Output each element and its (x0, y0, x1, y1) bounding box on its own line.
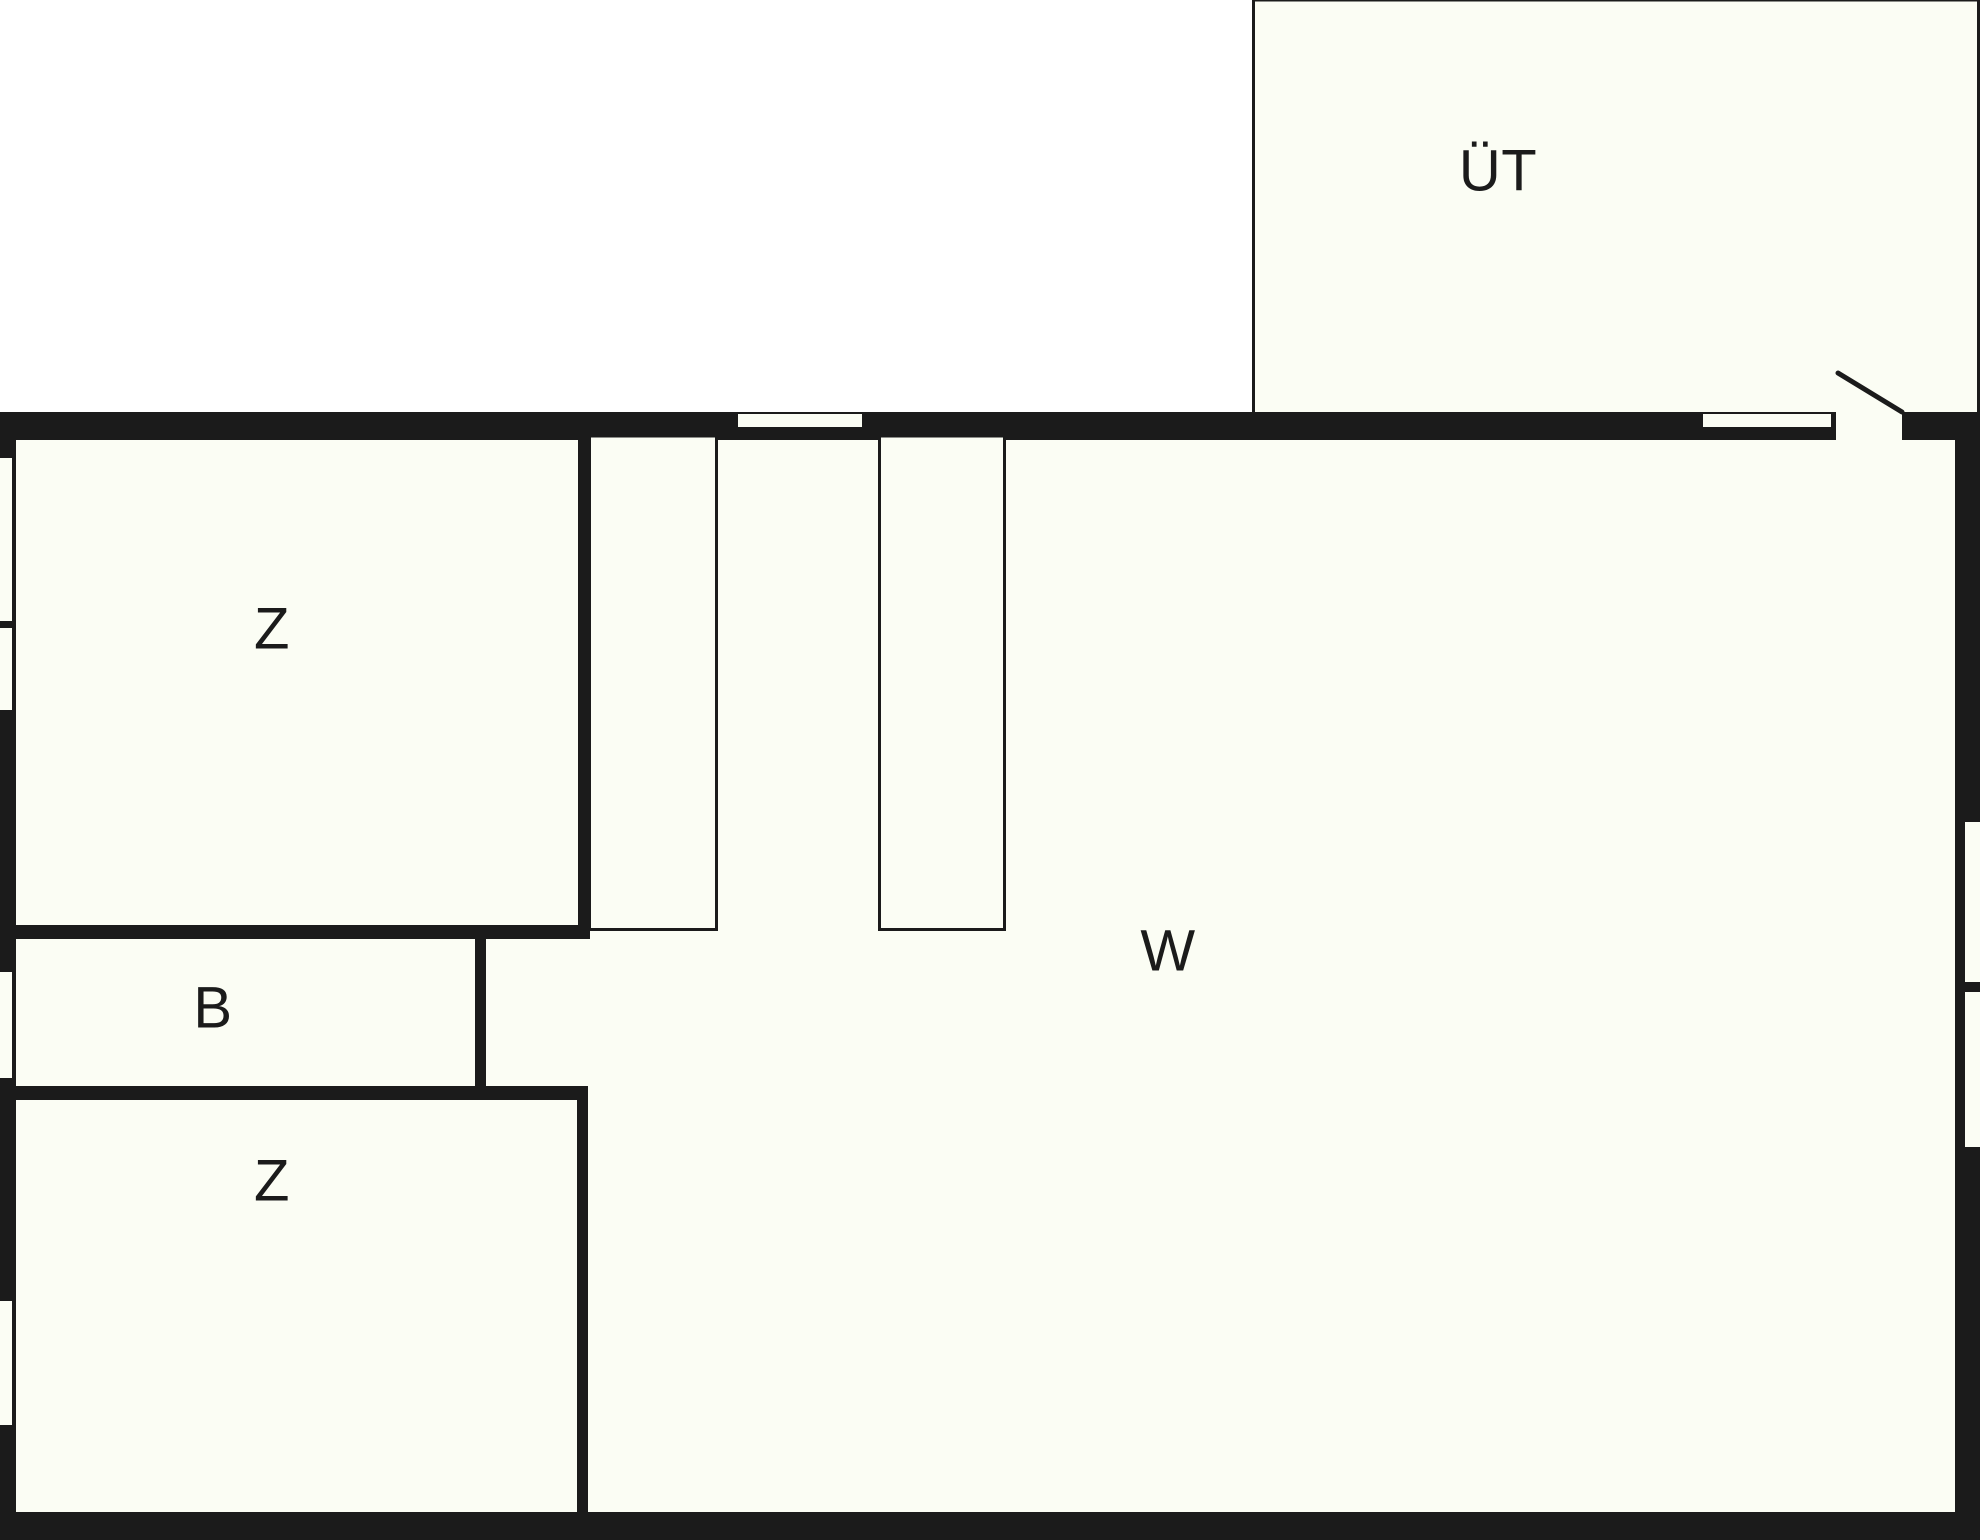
ut-room-thin-outline (1252, 0, 1980, 412)
window-left-bathroom (0, 972, 12, 1078)
wall-between-b-and-z (0, 1086, 587, 1100)
room-labels-group: ÜT Z B Z W (193, 138, 1537, 1213)
interior-walls-group (0, 440, 590, 1516)
exterior-walls-group (0, 412, 1980, 1540)
room-label-w: W (1140, 918, 1195, 983)
wall-z-top-right (578, 440, 590, 937)
ut-room-outline (1252, 0, 1980, 412)
room-label-b: B (193, 975, 232, 1040)
doors-group (1835, 370, 1905, 440)
room-label-z-bottom: Z (254, 1148, 290, 1213)
window-top-wall-right (1703, 414, 1831, 427)
window-left-bedroom-lower (0, 1301, 12, 1425)
wall-b-right (475, 937, 486, 1097)
window-right-lower (1965, 992, 1980, 1147)
window-top-wall-center (738, 414, 862, 427)
window-left-upper (0, 458, 12, 621)
partition-closet-right (878, 434, 1006, 931)
windows-group (0, 414, 1980, 1425)
window-left-lower (0, 628, 12, 710)
door-terrace-opening[interactable] (1836, 412, 1902, 440)
room-floor-ut (1252, 0, 1980, 412)
window-right-upper (1965, 822, 1980, 982)
door-terrace-leaf[interactable] (1835, 370, 1905, 415)
wall-between-z-and-b (0, 925, 590, 939)
room-label-ut: ÜT (1459, 138, 1537, 203)
room-label-z-top: Z (254, 596, 290, 661)
wall-z-bottom-right (577, 1086, 588, 1516)
wall-bottom (0, 1512, 1980, 1540)
thin-partitions-group (588, 434, 1006, 931)
partition-closet-left (588, 434, 718, 931)
